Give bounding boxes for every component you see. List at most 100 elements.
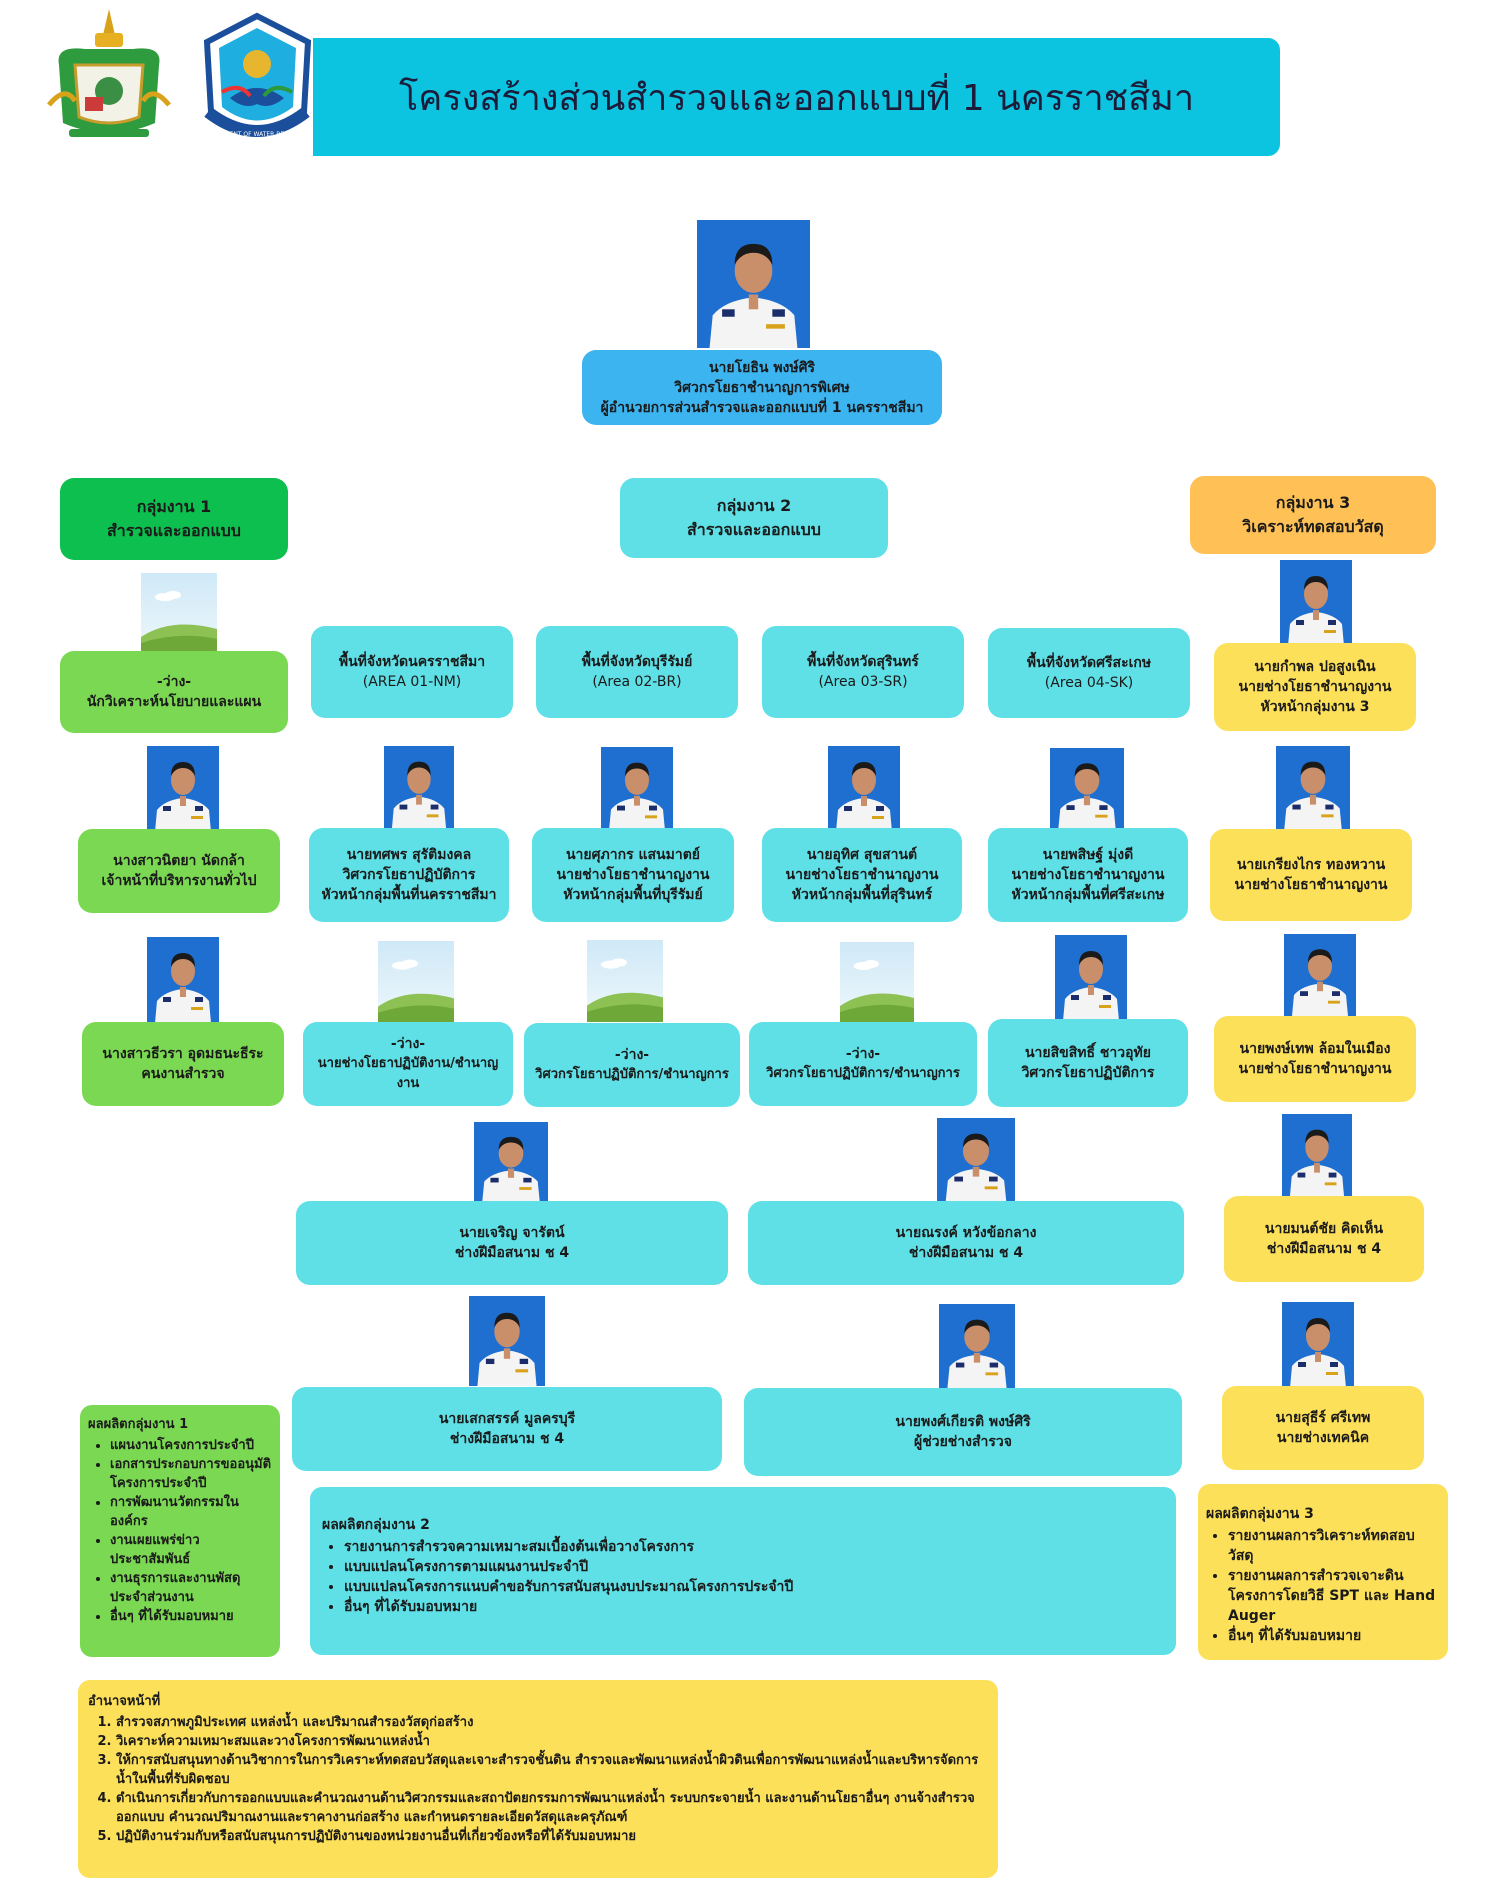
group2-name: กลุ่มงาน 2	[716, 496, 792, 515]
area-name: พื้นที่จังหวัดสุรินทร์	[807, 654, 919, 670]
staff-position: ช่างฝีมือสนาม ช 4	[1266, 1241, 1382, 1257]
staff-position: ช่างฝีมือสนาม ช 4	[449, 1431, 565, 1447]
group3-desc: วิเคราะห์ทดสอบวัสดุ	[1242, 517, 1384, 536]
staff-name: นายสุธีร์ ศรีเทพ	[1275, 1410, 1371, 1426]
staff-photo	[147, 746, 219, 832]
director-name: นายโยธิน พงษ์ศิริ	[708, 359, 816, 376]
group2-header: กลุ่มงาน 2 สำรวจและออกแบบ	[620, 478, 888, 558]
page-title: โครงสร้างส่วนสำรวจและออกแบบที่ 1 นครราชส…	[313, 38, 1280, 156]
list-item: งานเผยแพร่ข่าวประชาสัมพันธ์	[110, 1531, 272, 1569]
staff-position: ช่างฝีมือสนาม ช 4	[908, 1245, 1024, 1261]
staff-name: นายพงศ์เกียรติ พงษ์ศิริ	[895, 1414, 1031, 1430]
area-staff-card: -ว่าง- วิศวกรโยธาปฏิบัติการ/ชำนาญการ	[749, 1022, 977, 1106]
list-item: งานธุรการและงานพัสดุประจำส่วนงาน	[110, 1569, 272, 1607]
output-list: รายงานผลการวิเคราะห์ทดสอบวัสดุ รายงานผลก…	[1206, 1526, 1440, 1646]
vacant-placeholder-image	[378, 941, 454, 1023]
vacant-placeholder-image	[141, 573, 217, 653]
staff-photo	[1276, 746, 1350, 830]
staff-name: นายมนต์ชัย คิดเห็น	[1264, 1221, 1384, 1237]
staff-role: หัวหน้ากลุ่มพื้นที่สุรินทร์	[791, 887, 933, 903]
group3-name: กลุ่มงาน 3	[1275, 493, 1351, 512]
group3-staff-card: นายกำพล ปอสูงเนิน นายช่างโยธาชำนาญงาน หั…	[1214, 643, 1416, 731]
staff-role: หัวหน้ากลุ่มพื้นที่ศรีสะเกษ	[1011, 887, 1165, 903]
area-code: (Area 03-SR)	[818, 674, 908, 690]
group1-header: กลุ่มงาน 1 สำรวจและออกแบบ	[60, 478, 288, 560]
area-code: (AREA 01-NM)	[362, 674, 462, 690]
staff-name: นายสิขสิทธิ์ ชาวอุทัย	[1024, 1045, 1151, 1061]
area-staff-card: -ว่าง- นายช่างโยธาปฏิบัติงาน/ชำนาญงาน	[303, 1022, 513, 1106]
area-code: (Area 04-SK)	[1044, 675, 1134, 691]
group3-header: กลุ่มงาน 3 วิเคราะห์ทดสอบวัสดุ	[1190, 476, 1436, 554]
staff-position: นายช่างโยธาชำนาญงาน	[785, 867, 939, 883]
staff-photo	[939, 1304, 1015, 1388]
duties-box: อำนาจหน้าที่ สำรวจสภาพภูมิประเทศ แหล่งน้…	[78, 1680, 998, 1878]
area-head-card: นายพสิษฐ์ มุ่งดี นายช่างโยธาชำนาญงาน หัว…	[988, 828, 1188, 922]
output-list: แผนงานโครงการประจำปี เอกสารประกอบการขออน…	[88, 1436, 272, 1626]
list-item: แบบแปลนโครงการตามแผนงานประจำปี	[344, 1557, 1164, 1577]
area-head-card: นายทศพร สุรัติมงคล วิศวกรโยธาปฏิบัติการ …	[309, 828, 509, 922]
vacant-placeholder-image	[840, 942, 914, 1022]
group3-staff-card: นายพงษ์เทพ ล้อมในเมือง นายช่างโยธาชำนาญง…	[1214, 1016, 1416, 1102]
area-box: พื้นที่จังหวัดบุรีรัมย์ (Area 02-BR)	[536, 626, 738, 718]
staff-position: ผู้ช่วยช่างสำรวจ	[914, 1434, 1012, 1450]
field-staff-card: นายณรงค์ หวังข้อกลาง ช่างฝีมือสนาม ช 4	[748, 1201, 1184, 1285]
staff-name: -ว่าง-	[156, 674, 192, 690]
area-name: พื้นที่จังหวัดนครราชสีมา	[338, 654, 486, 670]
list-item: สำรวจสภาพภูมิประเทศ แหล่งน้ำ และปริมาณสำ…	[116, 1713, 988, 1732]
group3-staff-card: นายเกรียงไกร ทองหวาน นายช่างโยธาชำนาญงาน	[1210, 829, 1412, 921]
area-name: พื้นที่จังหวัดบุรีรัมย์	[581, 654, 693, 670]
logo-caption: DEPARTMENT OF WATER RESOURCES	[201, 131, 313, 138]
staff-position: เจ้าหน้าที่บริหารงานทั่วไป	[101, 873, 257, 889]
group3-staff-card: นายสุธีร์ ศรีเทพ นายช่างเทคนิค	[1222, 1386, 1424, 1470]
field-staff-card: นายเสกสรรค์ มูลครบุรี ช่างฝีมือสนาม ช 4	[292, 1387, 722, 1471]
staff-role: หัวหน้ากลุ่มพื้นที่นครราชสีมา	[321, 887, 497, 903]
staff-name: นายศุภากร แสนมาตย์	[565, 847, 700, 863]
list-item: รายงานผลการสำรวจเจาะดินโครงการโดยวิธี SP…	[1228, 1566, 1440, 1626]
vacant-placeholder-image	[587, 940, 663, 1022]
staff-name: -ว่าง-	[845, 1046, 881, 1062]
staff-photo	[828, 746, 900, 832]
group1-name: กลุ่มงาน 1	[136, 497, 212, 516]
staff-photo	[1055, 935, 1127, 1021]
staff-name: นายเสกสรรค์ มูลครบุรี	[438, 1411, 576, 1427]
staff-photo	[937, 1118, 1015, 1202]
list-item: แบบแปลนโครงการแนบคำขอรับการสนับสนุนงบประ…	[344, 1577, 1164, 1597]
staff-name: นายเจริญ จารัตน์	[459, 1225, 565, 1241]
staff-position: นายช่างโยธาชำนาญงาน	[1238, 1061, 1392, 1077]
staff-name: นายณรงค์ หวังข้อกลาง	[895, 1225, 1037, 1241]
group2-desc: สำรวจและออกแบบ	[687, 520, 821, 539]
staff-role: หัวหน้ากลุ่มพื้นที่บุรีรัมย์	[563, 887, 703, 903]
area-box: พื้นที่จังหวัดศรีสะเกษ (Area 04-SK)	[988, 628, 1190, 718]
director-photo	[697, 220, 810, 348]
list-item: รายงานการสำรวจความเหมาะสมเบื้องต้นเพื่อว…	[344, 1537, 1164, 1557]
staff-name: นางสาวธีวรา อุดมธนะธีระ	[102, 1046, 264, 1062]
list-item: อื่นๆ ที่ได้รับมอบหมาย	[344, 1597, 1164, 1617]
group1-output-box: ผลผลิตกลุ่มงาน 1 แผนงานโครงการประจำปี เอ…	[80, 1405, 280, 1657]
area-staff-card: -ว่าง- วิศวกรโยธาปฏิบัติการ/ชำนาญการ	[524, 1023, 740, 1107]
staff-photo	[1050, 748, 1124, 830]
staff-photo	[601, 747, 673, 831]
staff-photo	[1282, 1302, 1354, 1388]
staff-role: หัวหน้ากลุ่มงาน 3	[1260, 699, 1370, 715]
area-box: พื้นที่จังหวัดสุรินทร์ (Area 03-SR)	[762, 626, 964, 718]
staff-name: นายเกรียงไกร ทองหวาน	[1236, 857, 1386, 873]
royal-emblem-logo	[45, 5, 173, 145]
list-item: ดำเนินการเกี่ยวกับการออกแบบและคำนวณงานด้…	[116, 1789, 988, 1827]
area-head-card: นายอุทิศ สุขสานต์ นายช่างโยธาชำนาญงาน หั…	[762, 828, 962, 922]
director-role: ผู้อำนวยการส่วนสำรวจและออกแบบที่ 1 นครรา…	[600, 399, 924, 416]
field-staff-card: นายพงศ์เกียรติ พงษ์ศิริ ผู้ช่วยช่างสำรวจ	[744, 1388, 1182, 1476]
output-title: ผลผลิตกลุ่มงาน 1	[88, 1417, 189, 1432]
list-item: การพัฒนานวัตกรรมในองค์กร	[110, 1493, 272, 1531]
staff-name: นายพงษ์เทพ ล้อมในเมือง	[1239, 1041, 1391, 1057]
staff-position: นายช่างโยธาชำนาญงาน	[556, 867, 710, 883]
staff-position: นายช่างโยธาปฏิบัติงาน/ชำนาญงาน	[317, 1056, 499, 1091]
group2-output-box: ผลผลิตกลุ่มงาน 2 รายงานการสำรวจความเหมาะ…	[310, 1487, 1176, 1655]
group3-staff-card: นายมนต์ชัย คิดเห็น ช่างฝีมือสนาม ช 4	[1224, 1196, 1424, 1282]
list-item: ให้การสนับสนุนทางด้านวิชาการในการวิเคราะ…	[116, 1751, 988, 1789]
department-of-water-resources-logo: DEPARTMENT OF WATER RESOURCES	[200, 12, 315, 150]
list-item: วิเคราะห์ความเหมาะสมและวางโครงการพัฒนาแห…	[116, 1732, 988, 1751]
staff-name: -ว่าง-	[614, 1047, 650, 1063]
group1-desc: สำรวจและออกแบบ	[107, 521, 241, 540]
duties-list: สำรวจสภาพภูมิประเทศ แหล่งน้ำ และปริมาณสำ…	[88, 1713, 988, 1846]
area-name: พื้นที่จังหวัดศรีสะเกษ	[1026, 655, 1152, 671]
